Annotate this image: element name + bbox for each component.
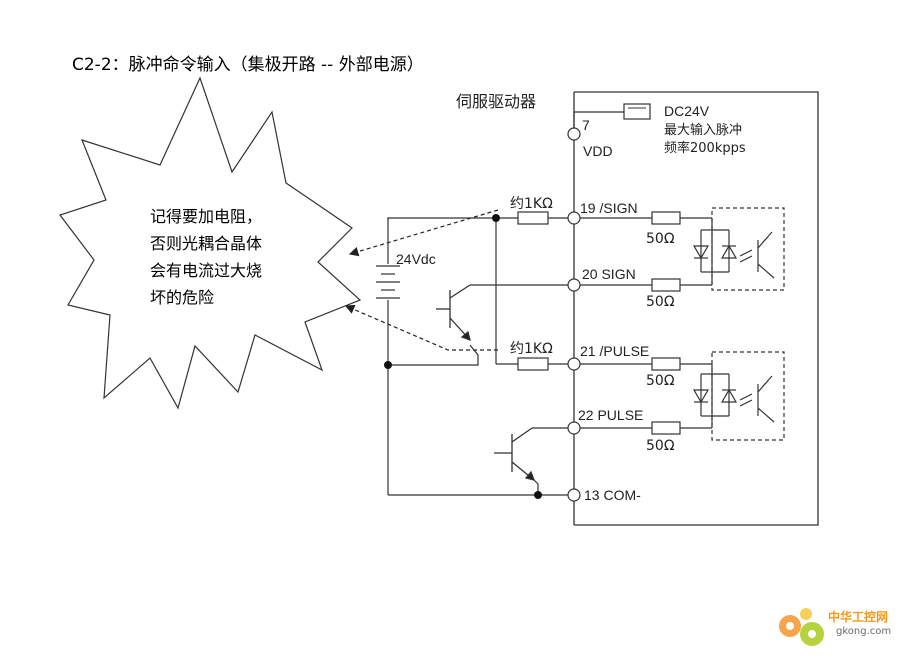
internal-resistor-label: 50Ω xyxy=(646,294,675,310)
battery-24vdc xyxy=(376,265,400,299)
callout-line-2: 否则光耦合晶体 xyxy=(150,234,262,253)
supply-voltage: DC24V xyxy=(664,103,710,119)
watermark-url: gkong.com xyxy=(836,626,892,637)
external-resistor-2: 约1KΩ xyxy=(510,341,553,371)
supply-note-line2: 频率200kpps xyxy=(664,140,746,156)
pin20-label: 20 SIGN xyxy=(582,266,636,282)
junction-dot xyxy=(492,214,500,222)
callout-line-3: 会有电流过大烧 xyxy=(150,261,262,280)
pin20-terminal xyxy=(567,278,581,292)
slide-title: C2-2：脉冲命令输入（集极开路 -- 外部电源） xyxy=(72,55,424,75)
internal-resistor-label: 50Ω xyxy=(646,373,675,389)
external-resistor-1-label: 约1KΩ xyxy=(510,196,553,212)
optocoupler-sign xyxy=(692,207,785,291)
internal-resistor-label: 50Ω xyxy=(646,231,675,247)
callout-burst-shape xyxy=(59,76,362,410)
optocoupler-pulse xyxy=(692,351,785,441)
pin22-terminal xyxy=(567,421,581,435)
transistor-upper xyxy=(436,284,471,342)
pin19-label: 19 /SIGN xyxy=(580,200,638,216)
callout-arrows xyxy=(344,209,499,351)
callout-line-4: 坏的危险 xyxy=(150,288,214,307)
pin19-terminal xyxy=(567,211,581,225)
callout: 记得要加电阻， 否则光耦合晶体 会有电流过大烧 坏的危险 xyxy=(59,76,362,410)
internal-wiring xyxy=(580,217,712,429)
supply-note-line1: 最大输入脉冲 xyxy=(664,122,742,138)
pin7-number: 7 xyxy=(582,117,590,133)
internal-supply-symbol xyxy=(623,103,651,120)
junction-dot xyxy=(384,361,392,369)
source-voltage-label: 24Vdc xyxy=(396,251,436,267)
pin-terminals: 19 /SIGN 20 SIGN 21 /PULSE 22 PULSE 13 C… xyxy=(567,200,649,503)
transistor-lower xyxy=(494,427,536,481)
watermark-brand: 中华工控网 xyxy=(828,610,889,624)
callout-arrow-lower xyxy=(344,304,498,351)
watermark: 中华工控网 gkong.com xyxy=(770,600,900,660)
external-resistor-2-label: 约1KΩ xyxy=(510,341,553,357)
callout-line-1: 记得要加电阻， xyxy=(150,207,262,226)
pin21-terminal xyxy=(567,357,581,371)
internal-resistors: 50Ω 50Ω 50Ω 50Ω xyxy=(646,211,681,454)
pin22-label: 22 PULSE xyxy=(578,407,643,423)
pin13-terminal xyxy=(567,488,581,502)
external-resistor-1: 约1KΩ xyxy=(510,196,553,225)
callout-arrow-upper xyxy=(348,209,499,257)
pin7-terminal xyxy=(567,127,581,141)
gear-logo-icon xyxy=(779,608,824,646)
pin7-name: VDD xyxy=(583,143,613,159)
junction-dot xyxy=(534,491,542,499)
vdd-section: 7 VDD DC24V 最大输入脉冲 频率200kpps xyxy=(567,103,746,159)
servo-drive-box: 伺服驱动器 xyxy=(456,91,819,526)
servo-drive-label: 伺服驱动器 xyxy=(456,92,536,111)
pin13-label: 13 COM- xyxy=(584,487,641,503)
internal-resistor-label: 50Ω xyxy=(646,438,675,454)
pin21-label: 21 /PULSE xyxy=(580,343,649,359)
